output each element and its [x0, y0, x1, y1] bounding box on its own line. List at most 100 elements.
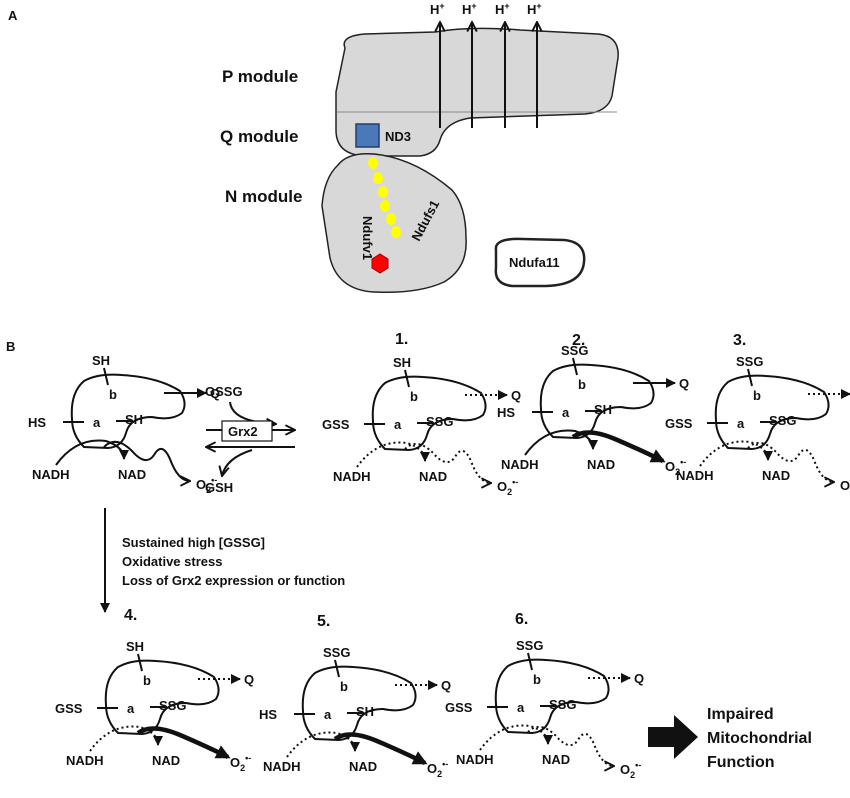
site-a-label: a — [517, 700, 525, 715]
mid-thiol-label: SH — [594, 402, 612, 417]
panel-a: A P module Q module N module ND3 Ndufv1 … — [8, 1, 619, 294]
mid-thiol-label: SSG — [426, 414, 453, 429]
q-label: Q — [511, 388, 521, 403]
left-thiol-label: GSS — [445, 700, 473, 715]
outcome-line-2: Mitochondrial — [707, 730, 812, 747]
nad-label: NAD — [118, 467, 146, 482]
nadh-to-nad-arrow — [356, 441, 430, 468]
left-thiol-label: GSS — [55, 701, 83, 716]
left-thiol-label: GSS — [322, 417, 350, 432]
nadh-to-nad-arrow — [55, 439, 129, 466]
left-thiol-label: HS — [259, 707, 277, 722]
nadh-to-nad-arrow — [524, 429, 598, 456]
grx2-box — [221, 420, 273, 442]
superoxide-arrow — [571, 430, 666, 464]
top-thiol-label: SH — [126, 639, 144, 654]
panel-a-label: A — [8, 8, 18, 23]
proton-label-4: H+ — [527, 1, 542, 17]
superoxide-arrow — [333, 732, 428, 766]
site-a-label: a — [127, 701, 135, 716]
site-a-label: a — [324, 707, 332, 722]
nadh-label: NADH — [456, 752, 494, 767]
nadh-label: NADH — [333, 469, 371, 484]
site-b-label: b — [340, 679, 348, 694]
superoxide-arrow — [527, 725, 614, 766]
condition-oxidative-stress: Oxidative stress — [122, 554, 222, 569]
superoxide-arrow — [404, 442, 491, 483]
state-number: 1. — [395, 331, 408, 348]
superoxide-label: O2•- — [230, 753, 251, 773]
superoxide-label: O2•- — [196, 475, 217, 495]
top-thiol-label: SH — [393, 355, 411, 370]
top-thiol-stub — [404, 369, 410, 388]
site-a-label: a — [562, 405, 570, 420]
mid-thiol-label: SH — [125, 412, 143, 427]
site-b-label: b — [143, 673, 151, 688]
top-thiol-label: SSG — [323, 645, 350, 660]
top-thiol-stub — [572, 357, 578, 376]
complex-body — [714, 374, 830, 451]
left-thiol-label: GSS — [665, 416, 693, 431]
nad-label: NAD — [349, 759, 377, 774]
q-label: Q — [210, 386, 220, 401]
mid-thiol-label: SSG — [549, 697, 576, 712]
top-thiol-label: SSG — [516, 638, 543, 653]
panel-b-label: B — [6, 339, 15, 354]
ndufa11-label: Ndufa11 — [509, 255, 560, 270]
nadh-label: NADH — [32, 467, 70, 482]
mid-thiol-label: SH — [356, 704, 374, 719]
nad-label: NAD — [419, 469, 447, 484]
state-number: 6. — [515, 611, 528, 628]
superoxide-label: O2•- — [620, 760, 641, 780]
grx2-label: Grx2 — [228, 424, 258, 439]
superoxide-label: O2•- — [840, 476, 850, 496]
top-thiol-label: SSG — [736, 354, 763, 369]
nad-label: NAD — [542, 752, 570, 767]
ndufa11-shape — [494, 237, 586, 288]
outcome-arrow — [648, 715, 698, 759]
nd3-square — [355, 123, 380, 148]
site-b-label: b — [753, 388, 761, 403]
state-number: 4. — [124, 607, 137, 624]
state-number: 2. — [572, 332, 585, 349]
complex-body — [539, 363, 655, 440]
top-thiol-label: SH — [92, 353, 110, 368]
q-label: Q — [679, 376, 689, 391]
nad-label: NAD — [762, 468, 790, 483]
gsh-label: GSH — [205, 480, 233, 495]
proton-label-2: H+ — [462, 1, 477, 17]
state-number: 5. — [317, 613, 330, 630]
nd3-label: ND3 — [385, 129, 411, 144]
complex-body — [301, 665, 417, 742]
n-module-label: N module — [225, 187, 302, 206]
top-thiol-stub — [137, 653, 143, 672]
mid-thiol-label: SSG — [769, 413, 796, 428]
fmn-hexagon — [371, 253, 389, 274]
nadh-label: NADH — [676, 468, 714, 483]
q-label: Q — [244, 672, 254, 687]
q-label: Q — [441, 678, 451, 693]
superoxide-arrow — [136, 726, 231, 760]
condition-gssg: Sustained high [GSSG] — [122, 535, 265, 550]
complex-body — [104, 659, 220, 736]
fes-cluster-2 — [373, 172, 383, 184]
p-module-label: P module — [222, 67, 298, 86]
nadh-label: NADH — [66, 753, 104, 768]
nadh-to-nad-arrow — [699, 440, 773, 467]
grx2-exchange: GSSG Grx2 GSH — [205, 384, 295, 495]
proton-label-3: H+ — [495, 1, 510, 17]
outcome-text: Impaired Mitochondrial Function — [707, 706, 812, 771]
gsh-arrow — [222, 449, 253, 476]
condition-grx2-loss: Loss of Grx2 expression or function — [122, 573, 345, 588]
site-b-label: b — [109, 387, 117, 402]
nadh-label: NADH — [263, 759, 301, 774]
